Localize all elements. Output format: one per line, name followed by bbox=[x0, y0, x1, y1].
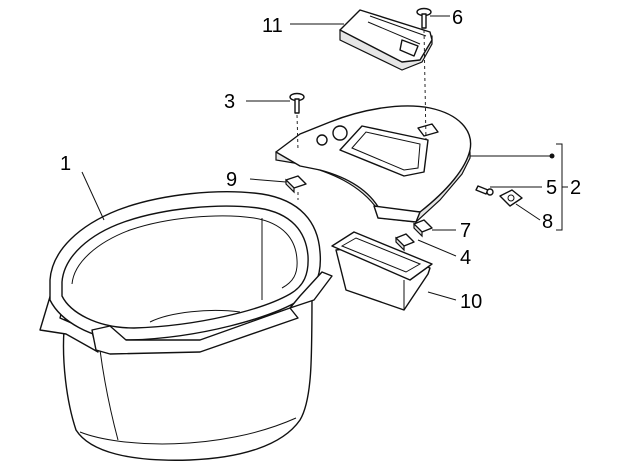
clip-nut-9 bbox=[285, 175, 307, 194]
callout-6: 6 bbox=[452, 7, 463, 29]
screw-3 bbox=[289, 92, 305, 114]
lid-top bbox=[339, 9, 433, 63]
callout-1: 1 bbox=[60, 153, 71, 175]
clip-nut-9-side bbox=[285, 178, 295, 194]
callout-labels: 1 2 3 4 5 6 7 8 9 10 11 bbox=[60, 7, 581, 313]
cover-plate-recess bbox=[339, 125, 429, 177]
callout-2: 2 bbox=[570, 177, 581, 199]
screw-6 bbox=[416, 7, 432, 29]
clip-nut-7 bbox=[413, 219, 433, 238]
leader-2-dot bbox=[549, 153, 555, 159]
tub-side-line bbox=[99, 349, 119, 441]
clip-nut-4-side bbox=[395, 236, 405, 252]
leader-9 bbox=[249, 178, 287, 183]
leader-lines bbox=[81, 15, 568, 301]
helmet-compartment-tub bbox=[39, 191, 333, 461]
cover-plate-hole-2 bbox=[316, 134, 328, 146]
tub-rim-inner bbox=[61, 205, 309, 329]
storage-tray bbox=[331, 231, 433, 311]
callout-9: 9 bbox=[226, 169, 237, 191]
small-box-lid bbox=[339, 9, 433, 71]
callout-7: 7 bbox=[460, 220, 471, 242]
tub-front-lip bbox=[91, 307, 299, 355]
tub-inner-floor bbox=[149, 310, 241, 323]
tub-flange-right bbox=[289, 271, 333, 309]
grommet-8 bbox=[499, 189, 523, 207]
clip-nut-7-side bbox=[413, 222, 423, 238]
screw-3-shank bbox=[294, 98, 300, 114]
tub-bottom-line bbox=[79, 417, 297, 445]
callout-8: 8 bbox=[542, 211, 553, 233]
cover-plate bbox=[275, 105, 472, 223]
tray-inner bbox=[340, 237, 422, 273]
screw-6-axis bbox=[423, 29, 427, 141]
grommet-8-body bbox=[499, 189, 523, 207]
tub-inner-edge bbox=[71, 215, 298, 289]
callout-5: 5 bbox=[546, 177, 557, 199]
pin-5-shank bbox=[475, 185, 489, 195]
lid-slot bbox=[399, 39, 419, 57]
callout-11: 11 bbox=[262, 15, 283, 37]
lid-groove bbox=[367, 15, 427, 45]
cover-plate-tab bbox=[373, 205, 421, 223]
cover-plate-hole-1 bbox=[332, 125, 348, 141]
leader-1 bbox=[81, 171, 105, 221]
grommet-8-hole bbox=[507, 194, 515, 202]
tray-rim bbox=[331, 231, 433, 281]
callout-4: 4 bbox=[460, 247, 471, 269]
pin-5-head bbox=[486, 188, 494, 196]
leader-4 bbox=[417, 239, 457, 257]
pin-5 bbox=[475, 185, 494, 196]
leader-10 bbox=[427, 291, 457, 301]
leader-8 bbox=[515, 203, 541, 221]
cover-plate-clip-slot bbox=[417, 123, 439, 137]
callout-3: 3 bbox=[224, 91, 235, 113]
screw-6-shank bbox=[421, 13, 427, 29]
cover-plate-recess-inner bbox=[351, 131, 421, 171]
callout-10: 10 bbox=[460, 291, 482, 313]
clip-nut-4 bbox=[395, 233, 415, 252]
